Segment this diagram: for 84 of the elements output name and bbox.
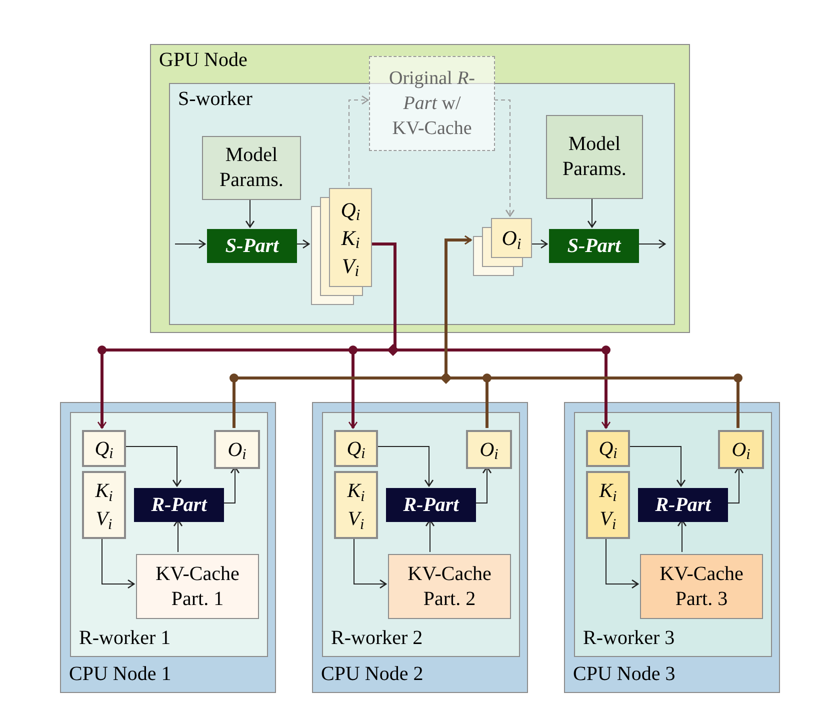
data-box [586, 471, 630, 539]
box-text: O$_{i}$ [228, 438, 246, 464]
process-box [549, 229, 639, 263]
box-text: V$_{i}$ [600, 507, 616, 533]
box-text: V$_{i}$ [348, 507, 364, 533]
box-text: Q$_{i}$ [346, 436, 366, 462]
panel-label: CPU Node 1 [69, 664, 172, 684]
box-text: Model Params. [218, 143, 284, 193]
arrow [376, 446, 434, 487]
data-box [82, 430, 126, 467]
tensor-label: Q$_{i}$ [340, 196, 360, 224]
arrow [726, 466, 744, 504]
card-stack-drawing [473, 218, 532, 276]
node-panel [60, 402, 276, 693]
worker-panel [70, 412, 268, 657]
process-box [386, 488, 476, 522]
worker-panel [322, 412, 520, 657]
box-text: Q$_{i}$ [94, 436, 114, 462]
tensor-label: V$_{i}$ [342, 252, 360, 280]
node-panel [312, 402, 528, 693]
arrow [294, 239, 310, 249]
arrow [677, 519, 687, 552]
panel-label: CPU Node 2 [321, 664, 424, 684]
arrow [173, 519, 183, 552]
box-text: R-Part [151, 495, 207, 515]
node-panel [564, 402, 780, 693]
panel-label: CPU Node 3 [573, 664, 676, 684]
box-text: R-Part [655, 495, 711, 515]
data-box [136, 554, 259, 619]
data-box [640, 554, 763, 619]
process-box [638, 488, 728, 522]
arrow [354, 536, 387, 589]
arrow [222, 466, 240, 504]
box-text: KV-Cache Part. 2 [406, 562, 492, 612]
data-box [718, 430, 764, 469]
arrow [606, 536, 639, 589]
tensor-label: K$_{i}$ [341, 224, 360, 252]
data-box [388, 554, 511, 619]
panel-label: S-worker [178, 89, 252, 109]
box-text: KV-Cache Part. 1 [154, 562, 240, 612]
process-box [134, 488, 224, 522]
box-text: K$_{i}$ [599, 479, 617, 505]
arrow [636, 239, 666, 249]
box-text: O$_{i}$ [732, 438, 750, 464]
data-box [202, 136, 301, 200]
panel-label: GPU Node [159, 50, 248, 70]
arrow [530, 239, 548, 249]
tensor-label: O$_{i}$ [502, 225, 522, 252]
box-text: K$_{i}$ [347, 479, 365, 505]
data-box [82, 471, 126, 539]
node-panel [150, 44, 690, 333]
box-text: V$_{i}$ [96, 507, 112, 533]
dashed-arrow [494, 100, 515, 217]
card-stack-drawing [311, 188, 372, 305]
arrow [474, 466, 492, 504]
box-text: S-Part [567, 236, 621, 256]
box-text: S-Part [225, 236, 279, 256]
data-box [334, 471, 378, 539]
box-text: Model Params. [562, 132, 628, 182]
data-box [546, 115, 643, 199]
box-text: Original R-Part w/ KV-Cache [388, 67, 476, 141]
arrow [425, 519, 435, 552]
arrow [628, 446, 686, 487]
arrow [124, 446, 182, 487]
panel-label: R-worker 2 [331, 628, 423, 648]
process-box [207, 229, 297, 263]
box-text: K$_{i}$ [95, 479, 113, 505]
data-box [586, 430, 630, 467]
arrow [245, 198, 255, 228]
arrow [174, 239, 206, 249]
arrow [102, 536, 135, 589]
box-text: R-Part [403, 495, 459, 515]
dashed-box [369, 56, 495, 151]
panel-label: R-worker 1 [79, 628, 171, 648]
box-text: O$_{i}$ [480, 438, 498, 464]
worker-panel [574, 412, 772, 657]
data-box [466, 430, 512, 469]
data-box [334, 430, 378, 467]
box-text: Q$_{i}$ [598, 436, 618, 462]
arrow [587, 196, 597, 228]
dashed-arrow [348, 95, 369, 186]
data-box [214, 430, 260, 469]
panel-label: R-worker 3 [583, 628, 675, 648]
box-text: KV-Cache Part. 3 [658, 562, 744, 612]
